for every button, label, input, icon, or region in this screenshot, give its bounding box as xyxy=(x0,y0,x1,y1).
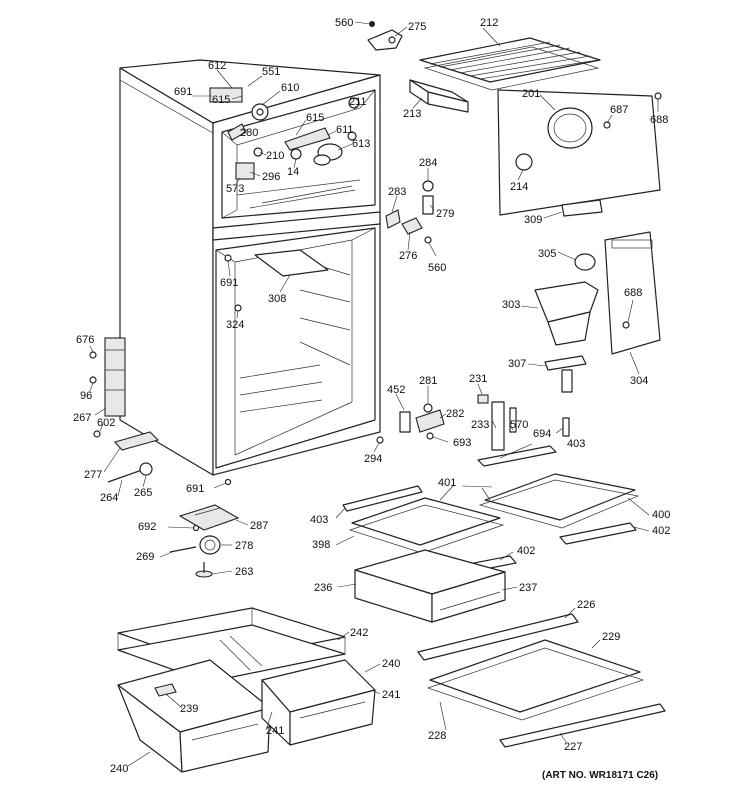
label-402b: 402 xyxy=(517,545,535,557)
shelves xyxy=(342,445,666,748)
label-613: 613 xyxy=(352,138,370,150)
label-602: 602 xyxy=(97,417,115,429)
art-number: (ART NO. WR18171 C26) xyxy=(542,770,658,781)
label-400: 400 xyxy=(652,509,670,521)
crisper-assembly xyxy=(117,607,376,773)
label-283: 283 xyxy=(388,186,406,198)
label-275: 275 xyxy=(408,21,426,33)
label-239: 239 xyxy=(180,703,198,715)
label-615b: 615 xyxy=(306,112,324,124)
label-401: 401 xyxy=(438,477,456,489)
label-309: 309 xyxy=(524,214,542,226)
label-240: 240 xyxy=(382,658,400,670)
label-282: 282 xyxy=(446,408,464,420)
label-265: 265 xyxy=(134,487,152,499)
label-296: 296 xyxy=(262,171,280,183)
label-692: 692 xyxy=(138,521,156,533)
label-242: 242 xyxy=(350,627,368,639)
label-691: 691 xyxy=(174,86,192,98)
label-687: 687 xyxy=(610,104,628,116)
label-612: 612 xyxy=(208,60,226,72)
label-212: 212 xyxy=(480,17,498,29)
label-560: 560 xyxy=(335,17,353,29)
label-610: 610 xyxy=(281,82,299,94)
label-304: 304 xyxy=(630,375,648,387)
label-227: 227 xyxy=(564,741,582,753)
cabinet-drawing xyxy=(104,59,381,483)
label-294: 294 xyxy=(364,453,382,465)
label-14: 14 xyxy=(287,166,299,178)
label-231: 231 xyxy=(469,373,487,385)
label-324: 324 xyxy=(226,319,244,331)
label-214: 214 xyxy=(510,181,528,193)
label-241b: 241 xyxy=(266,725,284,737)
label-307: 307 xyxy=(508,358,526,370)
label-570: 570 xyxy=(510,419,528,431)
label-279: 279 xyxy=(436,208,454,220)
label-452: 452 xyxy=(387,384,405,396)
label-228: 228 xyxy=(428,730,446,742)
label-210: 210 xyxy=(266,150,284,162)
label-573: 573 xyxy=(226,183,244,195)
label-615: 615 xyxy=(212,94,230,106)
label-240b: 240 xyxy=(110,763,128,775)
label-233: 233 xyxy=(471,419,489,431)
label-688: 688 xyxy=(650,114,668,126)
label-263: 263 xyxy=(235,566,253,578)
label-276: 276 xyxy=(399,250,417,262)
label-403: 403 xyxy=(567,438,585,450)
label-96: 96 xyxy=(80,390,92,402)
leader-lines xyxy=(89,21,659,767)
label-308: 308 xyxy=(268,293,286,305)
label-403b: 403 xyxy=(310,514,328,526)
label-688b: 688 xyxy=(624,287,642,299)
label-278: 278 xyxy=(235,540,253,552)
bottom-left-parts xyxy=(169,504,240,578)
label-303: 303 xyxy=(502,299,520,311)
label-691b: 691 xyxy=(220,277,238,289)
label-693: 693 xyxy=(453,437,471,449)
label-269: 269 xyxy=(136,551,154,563)
label-281: 281 xyxy=(419,375,437,387)
label-694: 694 xyxy=(533,428,551,440)
label-398: 398 xyxy=(312,539,330,551)
label-237: 237 xyxy=(519,582,537,594)
label-201: 201 xyxy=(522,88,540,100)
label-264: 264 xyxy=(100,492,118,504)
label-211: 211 xyxy=(349,96,367,108)
label-691c: 691 xyxy=(186,483,204,495)
label-305: 305 xyxy=(538,248,556,260)
label-611: 611 xyxy=(336,124,354,136)
top-right-parts xyxy=(367,29,662,217)
label-213: 213 xyxy=(403,108,421,120)
label-402: 402 xyxy=(652,525,670,537)
label-229: 229 xyxy=(602,631,620,643)
label-287: 287 xyxy=(250,520,268,532)
label-267: 267 xyxy=(73,412,91,424)
middle-parts xyxy=(385,180,661,451)
label-551: 551 xyxy=(262,66,280,78)
label-226: 226 xyxy=(577,599,595,611)
label-277: 277 xyxy=(84,469,102,481)
label-236: 236 xyxy=(314,582,332,594)
label-241: 241 xyxy=(382,689,400,701)
part-labels: 560 275 212 213 201 687 688 612 551 691 … xyxy=(73,17,670,775)
label-284: 284 xyxy=(419,157,437,169)
label-560b: 560 xyxy=(428,262,446,274)
freezer-components xyxy=(209,87,360,180)
label-280: 280 xyxy=(240,127,258,139)
label-676: 676 xyxy=(76,334,94,346)
